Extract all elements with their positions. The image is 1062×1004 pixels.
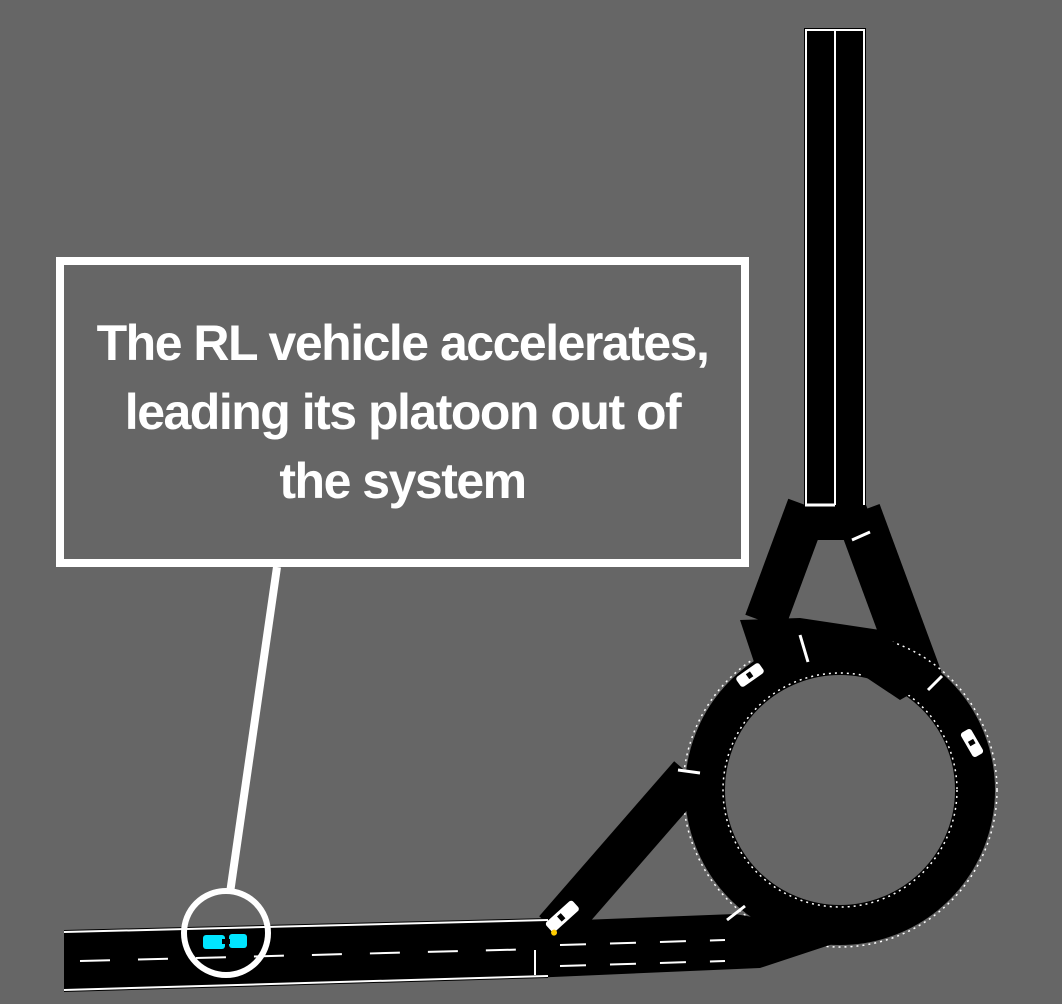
southwest-ramp [539, 761, 706, 944]
annotation-caption: The RL vehicle accelerates, leading its … [96, 314, 710, 509]
vehicles [203, 663, 984, 949]
annotation-box: The RL vehicle accelerates, leading its … [56, 257, 749, 567]
roundabout-ring [685, 635, 995, 945]
lane-bars [677, 503, 944, 922]
callout [181, 566, 281, 978]
human-vehicle [960, 728, 984, 758]
roundabout-inner-edge [722, 672, 958, 908]
roundabout-outer-edge [682, 632, 998, 948]
callout-pointer-line [226, 566, 281, 894]
bottom-connector [530, 914, 860, 978]
north-merge-wedge [790, 505, 880, 540]
roundabout-top-connector [740, 618, 935, 700]
human-vehicle [736, 663, 764, 687]
human-vehicle [545, 900, 579, 936]
west-road [64, 918, 548, 992]
callout-highlight-circle [181, 888, 271, 978]
west-road-lane-markings [63, 919, 726, 991]
rl-vehicle [203, 934, 247, 949]
road-network [63, 28, 998, 992]
